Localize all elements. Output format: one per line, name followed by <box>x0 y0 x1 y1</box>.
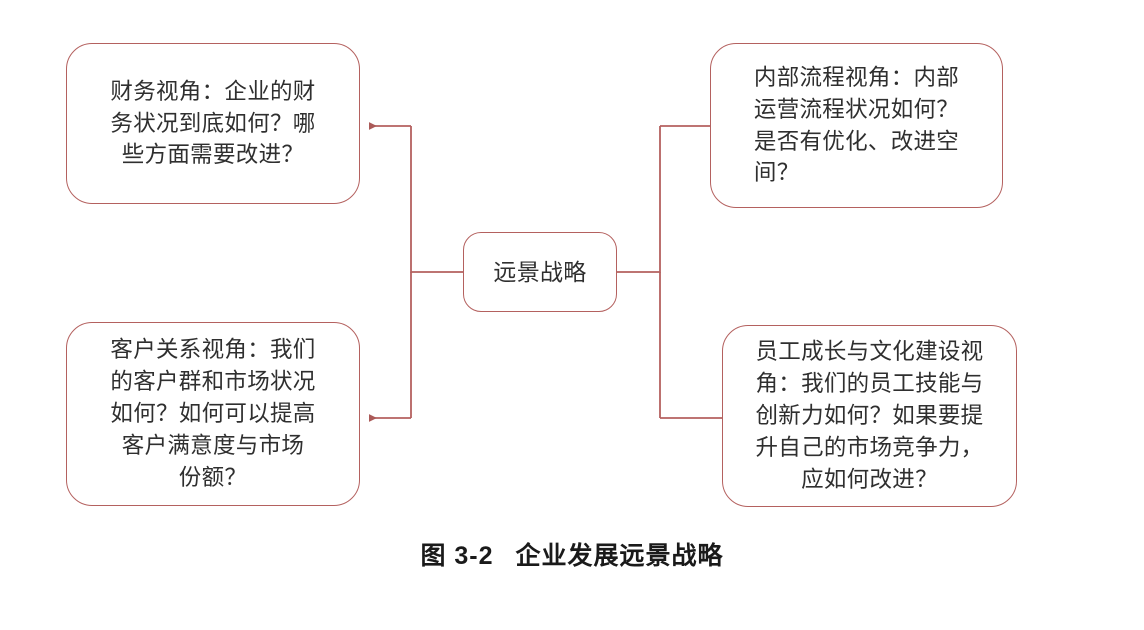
node-employee-growth-culture-perspective[interactable]: 员工成长与文化建设视 角：我们的员工技能与 创新力如何？如果要提 升自己的市场竞… <box>722 325 1017 507</box>
node-vision-strategy-label: 远景战略 <box>493 258 587 285</box>
node-finance-perspective[interactable]: 财务视角：企业的财 务状况到底如何？哪 些方面需要改进？ <box>66 43 360 204</box>
figure-caption: 图 3-2 企业发展远景战略 <box>0 536 1144 572</box>
connector-left-trunk <box>410 126 463 418</box>
connector-right-trunk <box>617 126 661 418</box>
node-customer-relationship-perspective[interactable]: 客户关系视角：我们 的客户群和市场状况 如何？如何可以提高 客户满意度与市场 份… <box>66 322 360 506</box>
node-finance-perspective-label: 财务视角：企业的财 务状况到底如何？哪 些方面需要改进？ <box>110 78 316 168</box>
node-vision-strategy[interactable]: 远景战略 <box>463 232 617 312</box>
figure-caption-number: 图 3-2 <box>420 542 494 570</box>
node-employee-growth-culture-perspective-label: 员工成长与文化建设视 角：我们的员工技能与 创新力如何？如果要提 升自己的市场竞… <box>755 339 984 492</box>
node-internal-process-perspective-label: 内部流程视角：内部 运营流程状况如何？ 是否有优化、改进空 间？ <box>753 64 960 186</box>
node-internal-process-perspective[interactable]: 内部流程视角：内部 运营流程状况如何？ 是否有优化、改进空 间？ <box>710 43 1003 208</box>
node-customer-relationship-perspective-label: 客户关系视角：我们 的客户群和市场状况 如何？如何可以提高 客户满意度与市场 份… <box>110 337 316 490</box>
figure-caption-title: 企业发展远景战略 <box>515 542 724 570</box>
